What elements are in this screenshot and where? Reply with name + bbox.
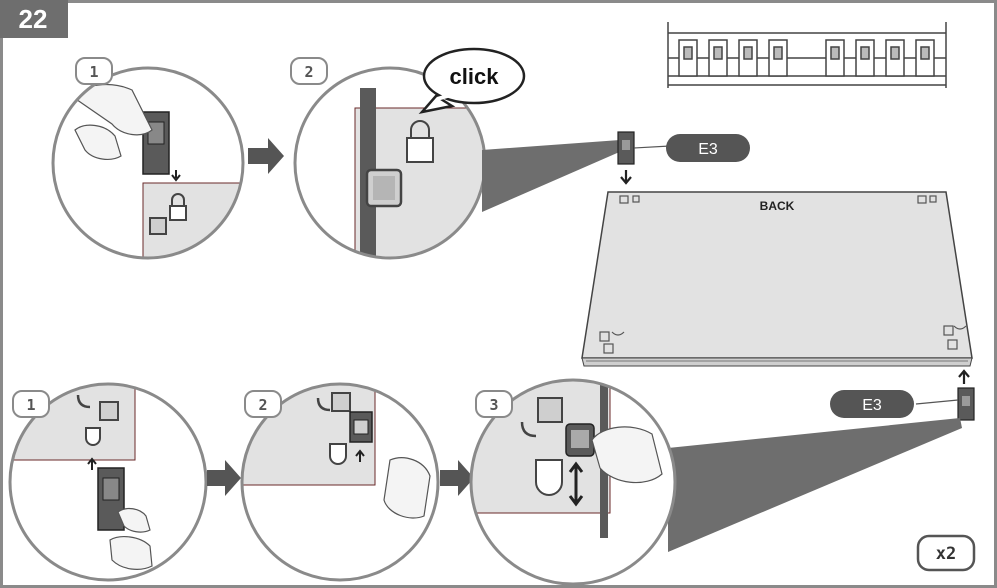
click-callout: click (450, 64, 500, 89)
step-badge-bottom-2: 2 (245, 391, 281, 417)
back-panel: BACK (582, 192, 972, 366)
part-label-bottom: E3 (830, 390, 914, 418)
clip-strip-illustration (668, 22, 946, 88)
quantity-label: x2 (936, 544, 956, 564)
step-number-tag: 22 (0, 0, 68, 38)
next-arrow-icon (248, 138, 284, 174)
step-badge-label: 3 (489, 396, 498, 414)
zoom-cone (482, 140, 624, 212)
next-arrow-icon (440, 460, 474, 496)
detail-circle-top-1 (53, 68, 263, 273)
step-badge-label: 2 (304, 63, 313, 81)
step-badge-bottom-1: 1 (13, 391, 49, 417)
part-code: E3 (698, 141, 718, 158)
panel-label: BACK (760, 199, 795, 213)
part-e3-bottom (916, 371, 974, 420)
part-code: E3 (862, 397, 882, 414)
step-number: 22 (19, 4, 48, 34)
step-badge-bottom-3: 3 (476, 391, 512, 417)
part-e3-top (618, 132, 670, 183)
click-speech-bubble: click (422, 49, 524, 112)
next-arrow-icon (207, 460, 241, 496)
zoom-cone (668, 418, 962, 552)
step-badge-top-2: 2 (291, 58, 327, 84)
step-badge-label: 1 (26, 396, 35, 414)
step-badge-label: 1 (89, 63, 98, 81)
part-label-top: E3 (666, 134, 750, 162)
step-badge-label: 2 (258, 396, 267, 414)
step-badge-top-1: 1 (76, 58, 112, 84)
quantity-badge: x2 (918, 536, 974, 570)
